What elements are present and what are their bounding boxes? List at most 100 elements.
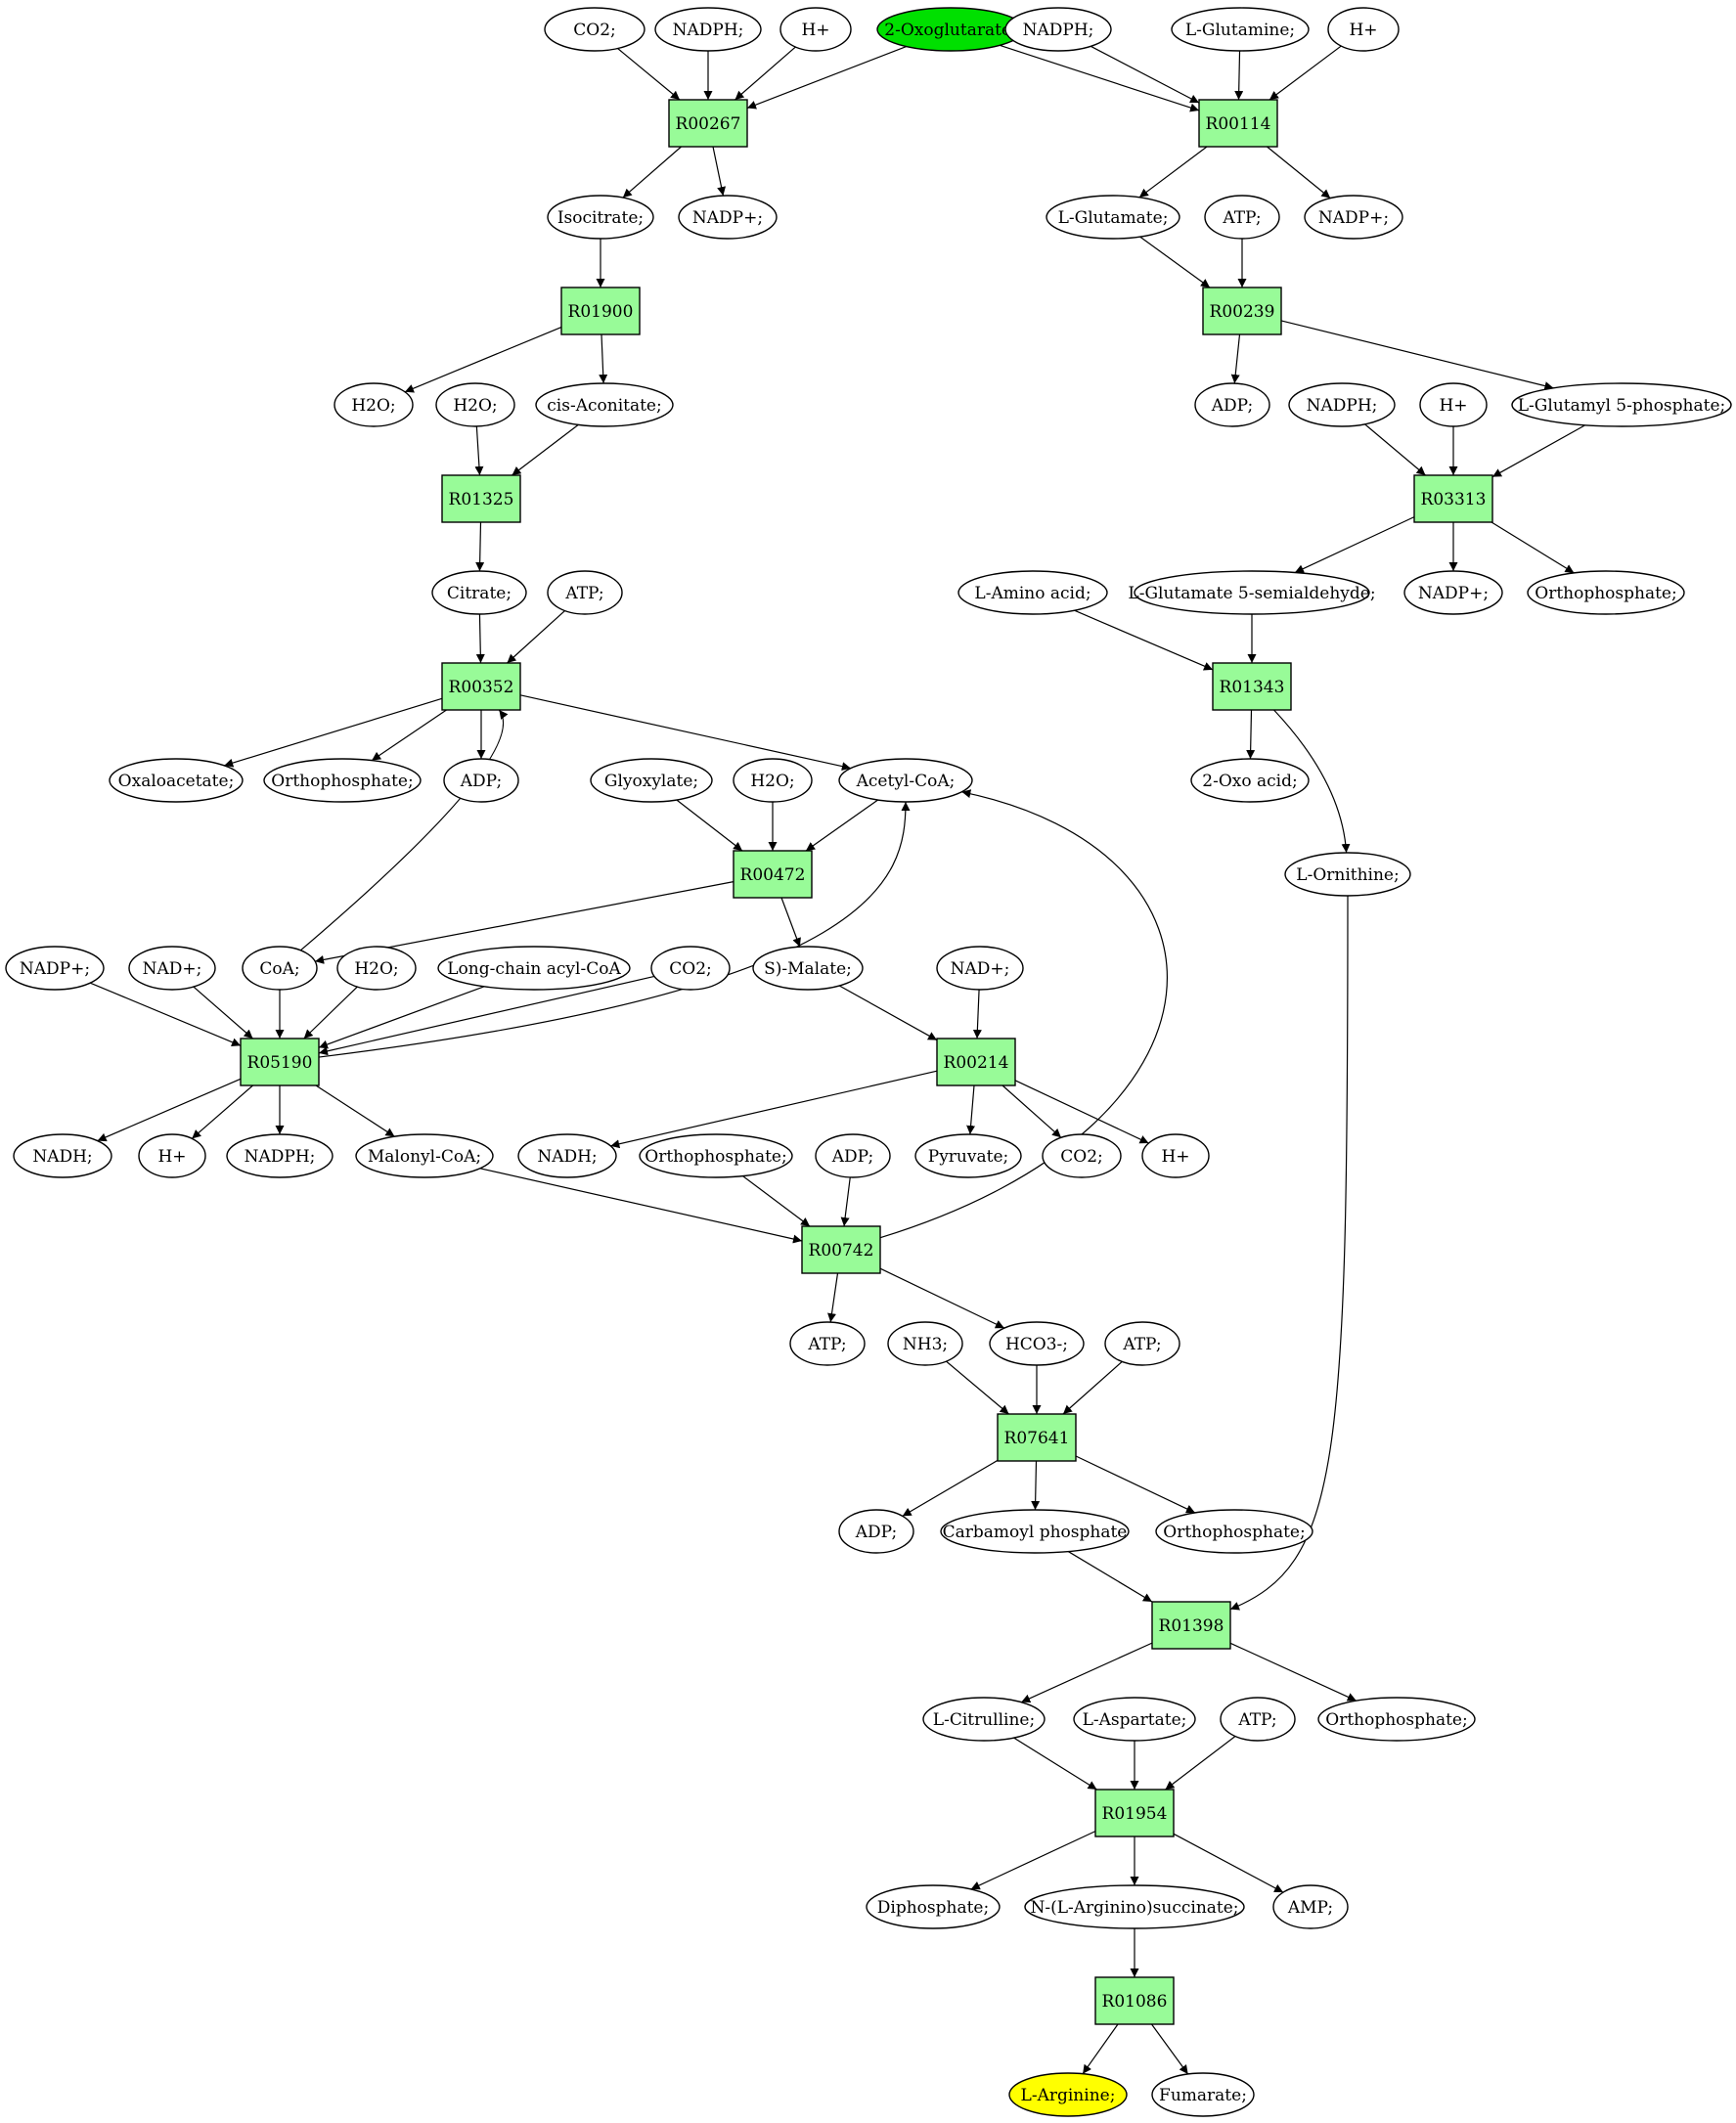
edge-c_atp_d-to-r_R07641 (1062, 1360, 1123, 1415)
node-label: ATP; (807, 1335, 846, 1354)
node-label: S)-Malate; (764, 959, 852, 979)
node-label: ADP; (460, 772, 502, 791)
compound-node-c_lgln: L-Glutamine; (1171, 7, 1310, 52)
edge-r_R05190-to-c_acoa (318, 801, 911, 1058)
node-label: HCO3-; (1005, 1335, 1068, 1354)
node-shape (752, 946, 864, 991)
edge-r_R01954-to-c_amp (1173, 1833, 1284, 1893)
compound-node-c_lglu5sa: L-Glutamate 5-semialdehyde; (1128, 570, 1376, 615)
compound-node-c_lglu5p: L-Glutamyl 5-phosphate; (1511, 382, 1732, 427)
compound-node-c_nadpplus_d: NADP+; (5, 946, 105, 991)
node-shape (5, 946, 105, 991)
edge-r_R01900-to-c_cisacon (599, 333, 608, 384)
compound-node-c_laa: L-Amino acid; (957, 570, 1108, 615)
edge-c_lcit-to-r_R01954 (1013, 1737, 1097, 1791)
compound-node-c_nadh_b: NADH; (517, 1133, 617, 1178)
compound-node-c_atp_b: ATP; (547, 570, 623, 615)
node-label: Orthophosphate; (1535, 584, 1676, 603)
edge-r_R05190-to-c_malcoa (315, 1084, 395, 1137)
node-label: R01343 (1220, 678, 1285, 697)
node-label: L-Aspartate; (1083, 1710, 1187, 1730)
compound-node-c_smalate: S)-Malate; (752, 946, 864, 991)
edge-r_R07641-to-c_pi_d (1075, 1455, 1196, 1514)
node-label: Diphosphate; (877, 1898, 989, 1918)
compound-node-c_h2o_a: H2O; (334, 382, 414, 427)
node-shape (936, 946, 1024, 991)
node-shape (1220, 1697, 1296, 1742)
edge-r_R01343-to-c_oxoacid (1246, 709, 1256, 760)
compound-node-c_atp_c: ATP; (789, 1321, 866, 1366)
node-shape (838, 1509, 914, 1554)
node-label: R01086 (1102, 1992, 1168, 2012)
edge-r_R01086-to-c_larg (1082, 2023, 1119, 2075)
node-shape (1155, 1509, 1313, 1554)
node-label: ADP; (855, 1523, 897, 1542)
edge-r_R00267-to-c_isocitrate (622, 146, 682, 199)
node-shape (997, 1413, 1077, 1462)
reaction-node-r_R00267: R00267 (668, 99, 748, 148)
node-shape (1212, 662, 1292, 711)
node-shape (441, 662, 521, 711)
edge-c_atp_e-to-r_R01954 (1165, 1736, 1236, 1791)
compound-node-c_h_d: H+ (138, 1133, 206, 1178)
node-label: Fumarate; (1159, 2086, 1247, 2105)
compound-node-c_h2o_d: H2O; (336, 946, 417, 991)
edge-c_lgln-to-r_R00114 (1234, 50, 1244, 101)
compound-node-c_lorn: L-Ornithine; (1284, 852, 1411, 897)
compound-node-c_nadpplus_b: NADP+; (1304, 195, 1403, 240)
node-shape (922, 1697, 1046, 1742)
node-shape (668, 99, 748, 148)
node-shape (654, 7, 762, 52)
edge-r_R01398-to-c_lcit (1020, 1642, 1153, 1703)
reaction-node-r_R01398: R01398 (1151, 1601, 1231, 1650)
node-label: L-Glutamate; (1058, 208, 1169, 228)
compound-node-c_pi_e: Orthophosphate; (1317, 1697, 1476, 1742)
node-label: ATP; (1222, 208, 1261, 228)
reaction-node-r_R07641: R07641 (997, 1413, 1077, 1462)
edge-c_coa-to-r_R00352 (299, 709, 509, 951)
node-label: Pyruvate; (928, 1147, 1008, 1167)
node-label: H2O; (750, 772, 794, 791)
edge-c_adp_c-to-r_R00742 (840, 1176, 851, 1227)
edge-c_lglu-to-r_R00239 (1139, 236, 1211, 288)
node-label: H+ (157, 1147, 186, 1167)
compound-node-c_acoa: Acetyl-CoA; (838, 758, 973, 803)
node-label: H2O; (453, 396, 497, 416)
node-shape (789, 1321, 866, 1366)
node-shape (866, 1884, 1001, 1929)
node-label: L-Arginine; (1021, 2086, 1116, 2105)
reaction-node-r_R00214: R00214 (936, 1038, 1016, 1086)
node-shape (815, 1133, 891, 1178)
edge-c_nadph_b-to-r_R00114 (1090, 45, 1200, 104)
node-shape (1327, 7, 1400, 52)
edge-c_glyox-to-r_R00472 (676, 799, 743, 852)
node-shape (138, 1133, 206, 1178)
compound-node-c_h_e: H+ (1141, 1133, 1210, 1178)
node-label: ADP; (1211, 396, 1253, 416)
edge-r_R00214-to-c_pyruvate (966, 1084, 976, 1135)
compound-node-c_hco3: HCO3-; (989, 1321, 1085, 1366)
node-label: NAD+; (951, 959, 1010, 979)
compound-node-c_nadph_b: NADPH; (1004, 7, 1112, 52)
node-label: L-Ornithine; (1296, 865, 1399, 885)
edge-c_h2o_b-to-r_R01325 (474, 425, 484, 476)
compound-node-c_amp: AMP; (1272, 1884, 1349, 1929)
edge-r_R03313-to-c_lglu5sa (1294, 516, 1415, 574)
reaction-node-r_R00472: R00472 (733, 850, 813, 899)
node-label: R00267 (676, 114, 741, 134)
compound-node-c_lasp: L-Aspartate; (1073, 1697, 1196, 1742)
node-shape (1272, 1884, 1349, 1929)
node-shape (1024, 1884, 1245, 1929)
compound-node-c_adp_d: ADP; (838, 1509, 914, 1554)
edge-r_R07641-to-c_adp_d (902, 1459, 999, 1517)
edge-c_nadph_c-to-r_R03313 (1364, 423, 1426, 476)
edge-c_smalate-to-r_R00214 (838, 985, 938, 1041)
node-label: R00742 (809, 1241, 874, 1261)
edge-r_R07641-to-c_carbp (1031, 1460, 1041, 1511)
compound-node-c_argsucc: N-(L-Arginino)succinate; (1024, 1884, 1245, 1929)
reaction-node-r_R01900: R01900 (560, 287, 641, 335)
compound-node-c_pi_a: Orthophosphate; (1527, 570, 1685, 615)
edge-c_acoa-to-r_R00472 (805, 799, 879, 852)
node-shape (1004, 7, 1112, 52)
compound-node-c_h_c: H+ (1419, 382, 1488, 427)
